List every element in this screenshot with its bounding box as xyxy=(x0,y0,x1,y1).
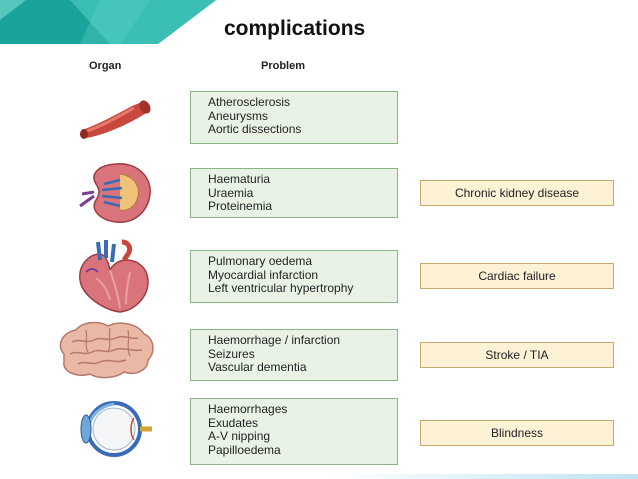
problem-item: Haematuria xyxy=(208,172,271,186)
brain-icon xyxy=(59,321,154,379)
problem-item: Haemorrhage / infarction xyxy=(208,333,341,347)
consequence-box-heart: Cardiac failure xyxy=(420,263,614,289)
problem-item: Aortic dissections xyxy=(208,122,302,136)
problem-item: Aneurysms xyxy=(208,108,269,123)
problem-column-header: Problem xyxy=(261,60,306,72)
problem-item: Haemorrhages xyxy=(208,402,288,416)
consequence-box-brain: Stroke / TIA xyxy=(420,342,614,368)
footer-rule xyxy=(330,474,638,479)
problem-box-artery: Atherosclerosis Aneurysms Aortic dissect… xyxy=(190,91,398,144)
problem-item: Left ventricular hypertrophy xyxy=(208,281,354,295)
problem-item: Atherosclerosis xyxy=(208,95,291,109)
consequence-box-kidney: Chronic kidney disease xyxy=(420,180,614,206)
problem-box-brain: Haemorrhage / infarction Seizures Vascul… xyxy=(190,329,398,381)
problem-box-kidney: Haematuria Uraemia Proteinemia xyxy=(190,168,398,218)
organ-column-header: Organ xyxy=(89,60,122,72)
problem-box-eye: Haemorrhages Exudates A-V nipping Papill… xyxy=(190,398,398,465)
problem-item: Pulmonary oedema xyxy=(208,254,313,268)
consequence-box-eye: Blindness xyxy=(420,420,614,446)
problem-item: Seizures xyxy=(208,346,255,361)
problem-item: Papilloedema xyxy=(208,442,281,457)
kidney-icon xyxy=(79,163,151,223)
slide-title: complications xyxy=(224,17,366,40)
heart-icon xyxy=(79,239,149,313)
problem-item: Proteinemia xyxy=(208,199,273,213)
eye-icon xyxy=(80,401,152,457)
problem-item: Uraemia xyxy=(208,185,254,200)
problem-item: Vascular dementia xyxy=(208,360,307,374)
artery-icon xyxy=(80,100,151,139)
header-banner xyxy=(0,0,216,44)
problem-item: Myocardial infarction xyxy=(208,267,319,282)
problem-box-heart: Pulmonary oedema Myocardial infarction L… xyxy=(190,250,398,303)
problem-item: A-V nipping xyxy=(208,429,271,443)
problem-item: Exudates xyxy=(208,415,259,430)
